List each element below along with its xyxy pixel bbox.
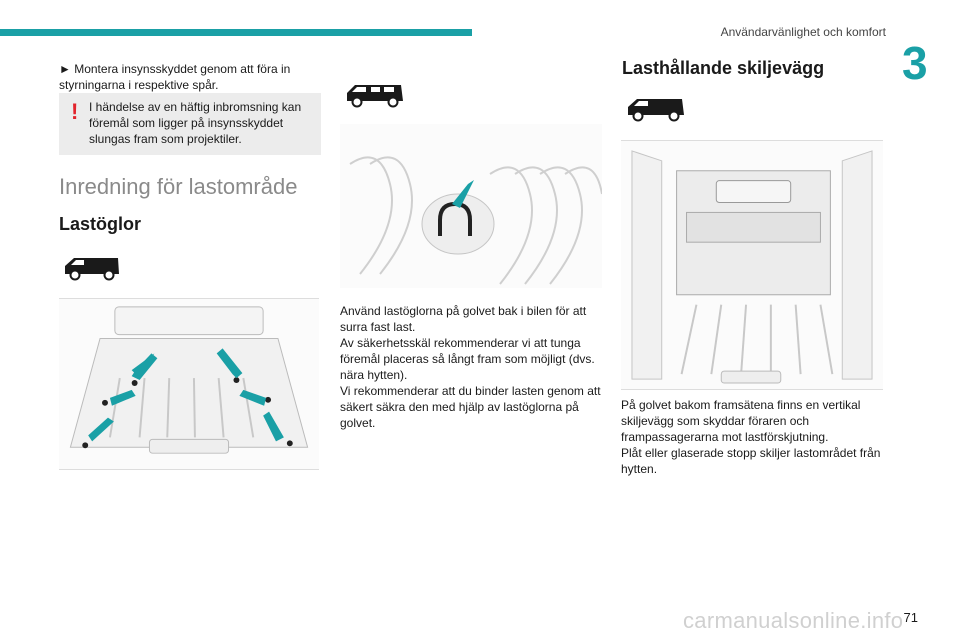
header-accent-bar bbox=[0, 29, 472, 36]
page-number: 71 bbox=[903, 610, 918, 625]
arrow-icon bbox=[88, 348, 284, 442]
sub-heading-lasthallande: Lasthållande skiljevägg bbox=[622, 58, 825, 78]
section-heading: Inredning för lastområde bbox=[59, 174, 298, 199]
van-icon bbox=[628, 99, 684, 122]
lashing-eye-illustration bbox=[340, 124, 602, 288]
cargo-floor-illustration bbox=[59, 298, 319, 470]
van-icon bbox=[347, 85, 403, 108]
watermark: carmanualsonline.info bbox=[683, 608, 904, 633]
header-section-title: Användarvänlighet och komfort bbox=[720, 25, 886, 39]
chapter-number: 3 bbox=[902, 37, 928, 89]
partition-paragraph: På golvet bakom framsätena finns en vert… bbox=[621, 398, 881, 476]
warning-text: I händelse av en häftig inbromsning kan … bbox=[89, 100, 302, 146]
warning-box: ! I händelse av en häftig inbromsning ka… bbox=[59, 93, 321, 155]
instruction-bullet: ► Montera insynsskyddet genom att föra i… bbox=[59, 62, 291, 92]
lashing-paragraph: Använd lastöglorna på golvet bak i bilen… bbox=[340, 304, 601, 430]
van-icon bbox=[65, 258, 119, 281]
sub-heading-lastoglor: Lastöglor bbox=[59, 214, 142, 234]
warning-exclamation-icon: ! bbox=[71, 99, 79, 124]
partition-illustration bbox=[621, 140, 883, 390]
arrow-icon bbox=[452, 180, 474, 208]
